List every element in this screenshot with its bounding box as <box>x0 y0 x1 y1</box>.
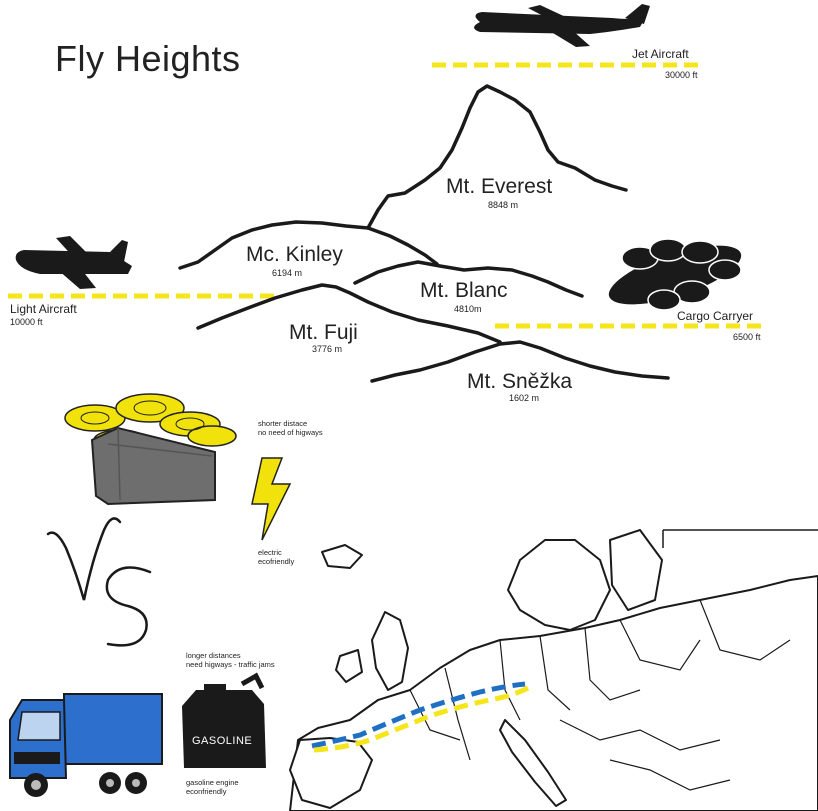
vs-script <box>46 517 152 647</box>
jet-aircraft-icon <box>474 4 650 47</box>
yellow-drone-icon <box>64 393 237 506</box>
mountain-name-fuji: Mt. Fuji <box>289 321 358 344</box>
mountain-name-everest: Mt. Everest <box>446 175 553 198</box>
snezka-ridge <box>370 340 670 383</box>
drone-note-4: ecofriendly <box>258 557 295 566</box>
jet-aircraft-altitude: 30000 ft <box>665 70 698 80</box>
finland-shape <box>609 529 663 611</box>
mountain-name-blanc: Mt. Blanc <box>420 279 508 302</box>
fuji-ridge <box>196 283 502 344</box>
drone-note-3: electric <box>258 548 282 557</box>
truck-note-4: econfriendly <box>186 787 227 796</box>
blanc-ridge <box>353 260 584 298</box>
drone-note-2: no need of higways <box>258 428 323 437</box>
mountain-name-snezka: Mt. Sněžka <box>467 370 573 393</box>
mountain-ridgelines <box>178 84 670 383</box>
mountain-height-mckinley: 6194 m <box>272 268 303 278</box>
gasoline-label: GASOLINE <box>192 735 253 747</box>
cargo-carrier-altitude: 6500 ft <box>733 332 761 342</box>
everest-ridge <box>366 84 628 230</box>
page-title: Fly Heights <box>55 38 241 79</box>
mountain-height-everest: 8848 m <box>488 200 519 210</box>
map-borders <box>409 599 791 791</box>
truck-icon <box>9 693 163 797</box>
mountain-name-mckinley: Mc. Kinley <box>246 243 343 266</box>
cargo-carrier-label: Cargo Carryer <box>677 309 754 323</box>
mckinley-ridge <box>178 220 439 270</box>
truck-route-line <box>313 685 530 753</box>
uk-shape <box>371 611 409 691</box>
lightning-bolt-icon <box>251 457 292 541</box>
drone-notes-top: shorter distace no need of higways <box>258 419 323 437</box>
truck-note-3: gasoline engine <box>186 778 239 787</box>
gasoline-can-icon <box>182 672 266 768</box>
ireland-shape <box>335 649 363 683</box>
truck-note-1: longer distances <box>186 651 241 660</box>
drone-notes-bottom: electric ecofriendly <box>258 548 294 566</box>
light-aircraft-label: Light Aircraft <box>10 302 77 316</box>
light-aircraft-altitude: 10000 ft <box>10 317 43 327</box>
jet-aircraft-label: Jet Aircraft <box>632 47 689 61</box>
truck-note-2: need higways - traffic jams <box>186 660 275 669</box>
light-aircraft-icon <box>15 236 133 289</box>
iceland-shape <box>321 544 363 569</box>
italy-shape <box>499 719 567 807</box>
mountain-height-snezka: 1602 m <box>509 393 540 403</box>
truck-notes-bottom: gasoline engine econfriendly <box>186 778 239 796</box>
scandinavia-shape <box>507 539 611 631</box>
mountain-height-blanc: 4810m <box>454 304 482 314</box>
drone-route-line <box>311 681 526 749</box>
truck-notes-top: longer distances need higways - traffic … <box>186 651 275 669</box>
europe-map <box>289 529 818 811</box>
cargo-drone-icon <box>607 238 743 311</box>
drone-note-1: shorter distace <box>258 419 308 428</box>
mountain-height-fuji: 3776 m <box>312 344 343 354</box>
